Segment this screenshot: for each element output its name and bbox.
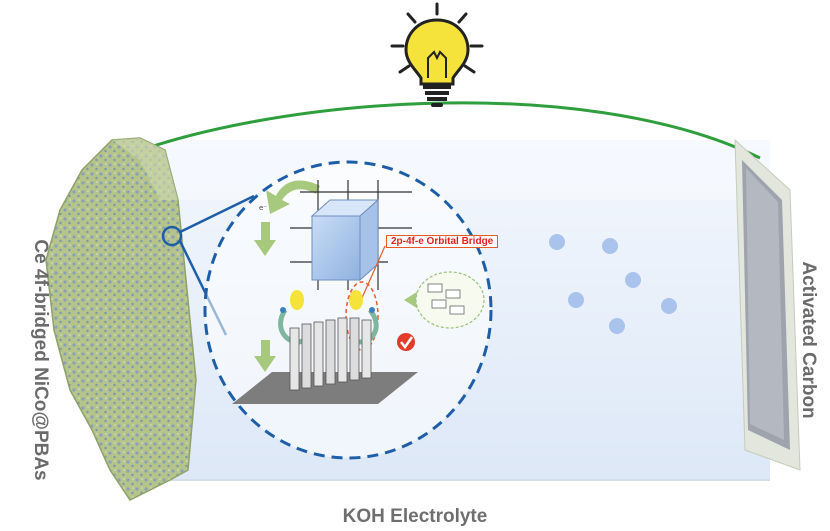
ion [568, 292, 584, 308]
mechanism-inset: e⁻ [232, 180, 485, 404]
cathode-label: Activated Carbon [798, 261, 819, 419]
ion [602, 238, 618, 254]
electron-arrow-icon [254, 180, 320, 372]
ion [661, 298, 677, 314]
checkmark-icon [397, 333, 415, 351]
electron-label: e⁻ [259, 204, 267, 212]
anode-electrode [45, 137, 197, 501]
anode-label: Ce 4f-bridged NiCo@PBAs [30, 239, 51, 481]
ion [549, 234, 565, 250]
light-bulb-icon [390, 2, 484, 107]
orbital-bridge-label: 2p-4f-e Orbital Bridge [386, 235, 499, 248]
ion [609, 318, 625, 334]
electrolyte-label: KOH Electrolyte [342, 506, 488, 527]
cathode-electrode [734, 138, 801, 471]
ion [625, 272, 641, 288]
circuit-wire [114, 101, 761, 162]
ion-group [549, 234, 677, 334]
